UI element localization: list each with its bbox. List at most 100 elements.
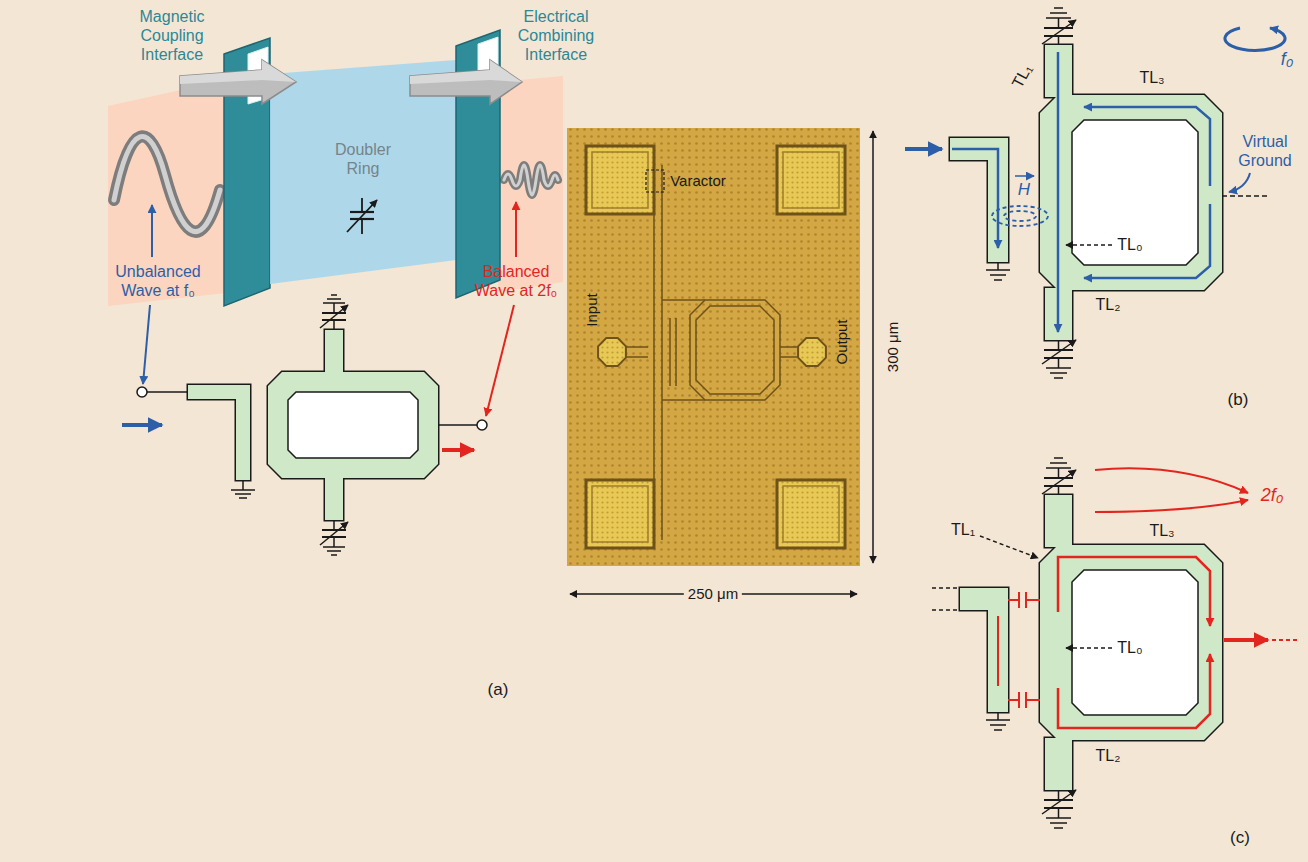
circuit-wire <box>994 279 1002 281</box>
circuit-wire <box>986 196 1268 280</box>
varactor-symbol <box>1044 35 1073 37</box>
transmission-line-strip <box>268 372 438 478</box>
circuit-wire <box>1222 195 1268 197</box>
chip-photo <box>586 146 845 548</box>
line-label: TL₃ <box>1139 68 1164 87</box>
leader-line <box>151 205 153 257</box>
signal-flow-arrow <box>410 60 522 104</box>
chip-photo <box>592 486 648 542</box>
leader-line <box>486 305 514 416</box>
transmission-line-strip <box>960 588 1008 712</box>
coupling-capacitance <box>1026 599 1040 601</box>
varactor-symbol <box>1054 7 1063 9</box>
chip-photo <box>777 146 845 214</box>
circuit-wire <box>242 480 244 490</box>
chip-photo <box>690 300 780 400</box>
transmission-line-strip <box>1045 738 1072 790</box>
circuit-wire <box>986 269 1010 271</box>
coupling-capacitance <box>1025 592 1027 608</box>
wave-label: Unbalanced Wave at f₀ <box>108 262 208 300</box>
panel-label: (c) <box>1230 828 1250 848</box>
balanced-wave <box>504 165 558 195</box>
chip-photo <box>586 146 654 214</box>
circuit-wire <box>231 489 255 491</box>
varactor-symbol <box>1044 807 1073 809</box>
current-flow <box>1225 28 1285 50</box>
text-holder: Electrical Combining Interface <box>508 7 604 65</box>
chip-photo <box>662 299 705 301</box>
current-flow <box>1084 107 1210 186</box>
varactor-symbol <box>1050 372 1067 374</box>
port-terminal <box>477 420 487 430</box>
transmission-line-strip <box>325 477 343 520</box>
varactor-symbol <box>333 537 335 547</box>
harmonic-current <box>1058 654 1210 728</box>
varactor-symbol <box>327 550 341 552</box>
wave-label: Balanced Wave at 2f₀ <box>466 262 566 300</box>
interface-plane: Electrical Combining Interface <box>456 30 500 302</box>
chip-photo <box>783 486 839 542</box>
circuit-wire <box>932 536 1112 730</box>
varactor-symbol <box>320 522 348 545</box>
varactor-symbol <box>322 529 346 531</box>
transmission-line-strip <box>950 45 1222 340</box>
coupling-capacitance <box>1018 692 1020 708</box>
varactor-symbol <box>1044 485 1073 487</box>
varactor-symbol <box>347 200 377 232</box>
interface-plane-shape <box>224 38 270 308</box>
varactor-symbol <box>331 554 337 556</box>
signal-arrow <box>905 149 942 150</box>
chip-photo <box>780 346 798 348</box>
dimension-line <box>872 131 874 563</box>
varactor-symbol <box>1044 27 1073 29</box>
transmission-line-strip <box>188 385 250 480</box>
coupling-capacitance <box>1026 699 1040 701</box>
balanced-wave <box>504 165 558 195</box>
varactor-symbol <box>1054 457 1063 459</box>
varactor-symbol <box>347 198 377 234</box>
input-wave-plane <box>108 80 226 306</box>
harmonic-current <box>1095 468 1248 493</box>
output-wave-plane <box>498 76 563 292</box>
panel-label: (a) <box>488 680 509 700</box>
transmission-line-strip <box>950 45 1222 340</box>
unbalanced-wave <box>114 136 220 231</box>
line-label: TL₂ <box>1096 295 1121 314</box>
varactor-symbol <box>1050 822 1067 824</box>
chip-photo <box>669 318 671 386</box>
frequency-label: 2f₀ <box>1261 485 1284 507</box>
varactor-symbol <box>350 211 374 213</box>
circuit-wire <box>932 587 958 589</box>
varactor-symbol <box>1042 790 1076 814</box>
transmission-line-strip <box>1040 545 1222 740</box>
transmission-line-strip <box>1040 95 1222 290</box>
text-holder: Doubler Ring <box>323 140 403 178</box>
chip-photo <box>653 165 655 540</box>
varactor-symbol <box>350 218 374 220</box>
chip-photo <box>567 128 860 566</box>
transmission-line-strip <box>325 330 343 373</box>
magnetic-field <box>1004 211 1036 221</box>
part-label: Varactor <box>670 172 726 190</box>
varactor-symbol <box>322 536 346 538</box>
transmission-line-strip <box>1045 495 1072 547</box>
input-wave-plane <box>108 80 226 306</box>
signal-flow-arrow <box>180 60 296 84</box>
varactor-symbol <box>1058 36 1060 45</box>
line-label: TL₃ <box>1149 521 1174 540</box>
circuit-wire <box>990 724 1006 726</box>
varactor-symbol <box>1050 462 1067 464</box>
chip-photo <box>662 399 705 401</box>
signal-flow-arrow <box>180 60 296 104</box>
transmission-line-strip <box>1045 288 1072 340</box>
transmission-line-strip <box>1045 495 1072 547</box>
transmission-line-strip <box>288 392 418 458</box>
dimension-label: 250 μm <box>684 585 742 603</box>
circuit-wire <box>994 729 1002 731</box>
varactor-symbol <box>1044 349 1073 351</box>
varactor-symbol <box>1042 8 1076 378</box>
chip-photo <box>696 306 774 394</box>
circuit-wire <box>438 424 477 426</box>
chip-photo <box>675 318 677 386</box>
chip-photo <box>592 152 648 208</box>
